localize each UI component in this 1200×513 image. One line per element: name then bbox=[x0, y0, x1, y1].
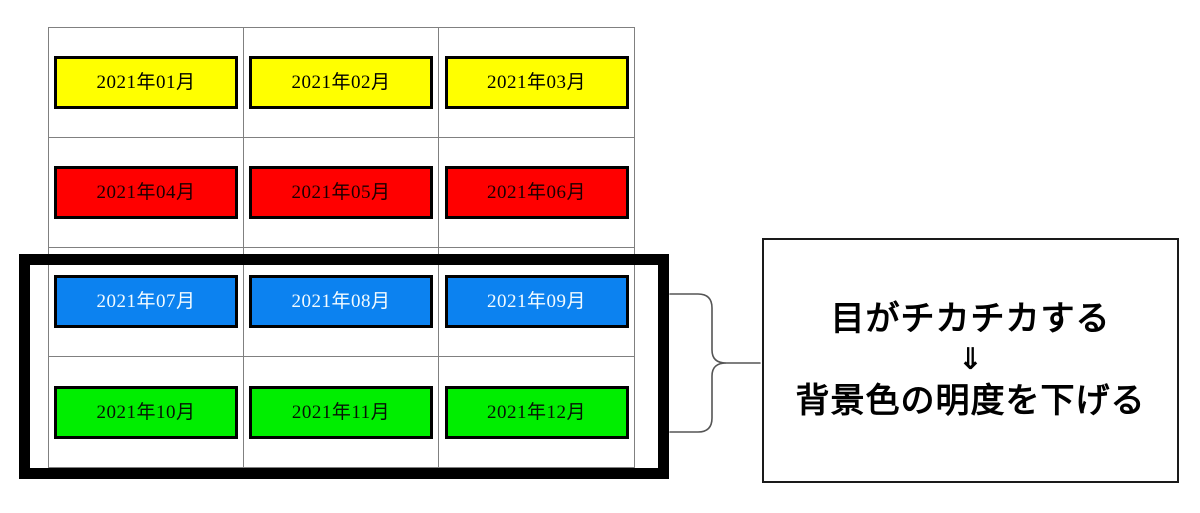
month-chip-2021-01[interactable]: 2021年01月 bbox=[54, 55, 238, 109]
callout-textbox: 目がチカチカする ⇓ 背景色の明度を下げる bbox=[762, 238, 1179, 483]
month-chip-2021-11[interactable]: 2021年11月 bbox=[249, 385, 433, 439]
table-cell: 2021年11月 bbox=[244, 357, 439, 467]
month-chip-2021-08[interactable]: 2021年08月 bbox=[249, 275, 433, 329]
callout-line-1: 目がチカチカする bbox=[830, 298, 1111, 339]
table-cell: 2021年02月 bbox=[244, 28, 439, 138]
month-chip-2021-05[interactable]: 2021年05月 bbox=[249, 165, 433, 219]
month-chip-2021-09[interactable]: 2021年09月 bbox=[444, 275, 629, 329]
table-cell: 2021年10月 bbox=[49, 357, 244, 467]
month-chip-2021-02[interactable]: 2021年02月 bbox=[249, 55, 433, 109]
table-cell: 2021年03月 bbox=[439, 28, 634, 138]
table-cell: 2021年08月 bbox=[244, 247, 439, 358]
month-chip-2021-07[interactable]: 2021年07月 bbox=[54, 275, 238, 329]
curly-brace-icon bbox=[669, 293, 761, 433]
table-cell: 2021年09月 bbox=[439, 248, 634, 358]
month-chip-2021-10[interactable]: 2021年10月 bbox=[54, 385, 238, 439]
callout-line-2: 背景色の明度を下げる bbox=[795, 381, 1146, 421]
table-cell: 2021年04月 bbox=[49, 137, 244, 248]
month-chip-2021-03[interactable]: 2021年03月 bbox=[444, 55, 629, 109]
table-cell: 2021年07月 bbox=[49, 247, 244, 358]
table-cell: 2021年05月 bbox=[244, 137, 439, 248]
month-chip-2021-04[interactable]: 2021年04月 bbox=[54, 165, 238, 219]
down-double-arrow-icon: ⇓ bbox=[957, 342, 984, 377]
calendar-month-table: 2021年01月 2021年02月 2021年03月 2021年04月 2021… bbox=[48, 27, 635, 468]
month-chip-2021-12[interactable]: 2021年12月 bbox=[444, 385, 629, 439]
table-cell: 2021年12月 bbox=[439, 357, 634, 467]
month-chip-2021-06[interactable]: 2021年06月 bbox=[444, 165, 629, 219]
table-cell: 2021年01月 bbox=[49, 28, 244, 138]
table-cell: 2021年06月 bbox=[439, 138, 634, 248]
